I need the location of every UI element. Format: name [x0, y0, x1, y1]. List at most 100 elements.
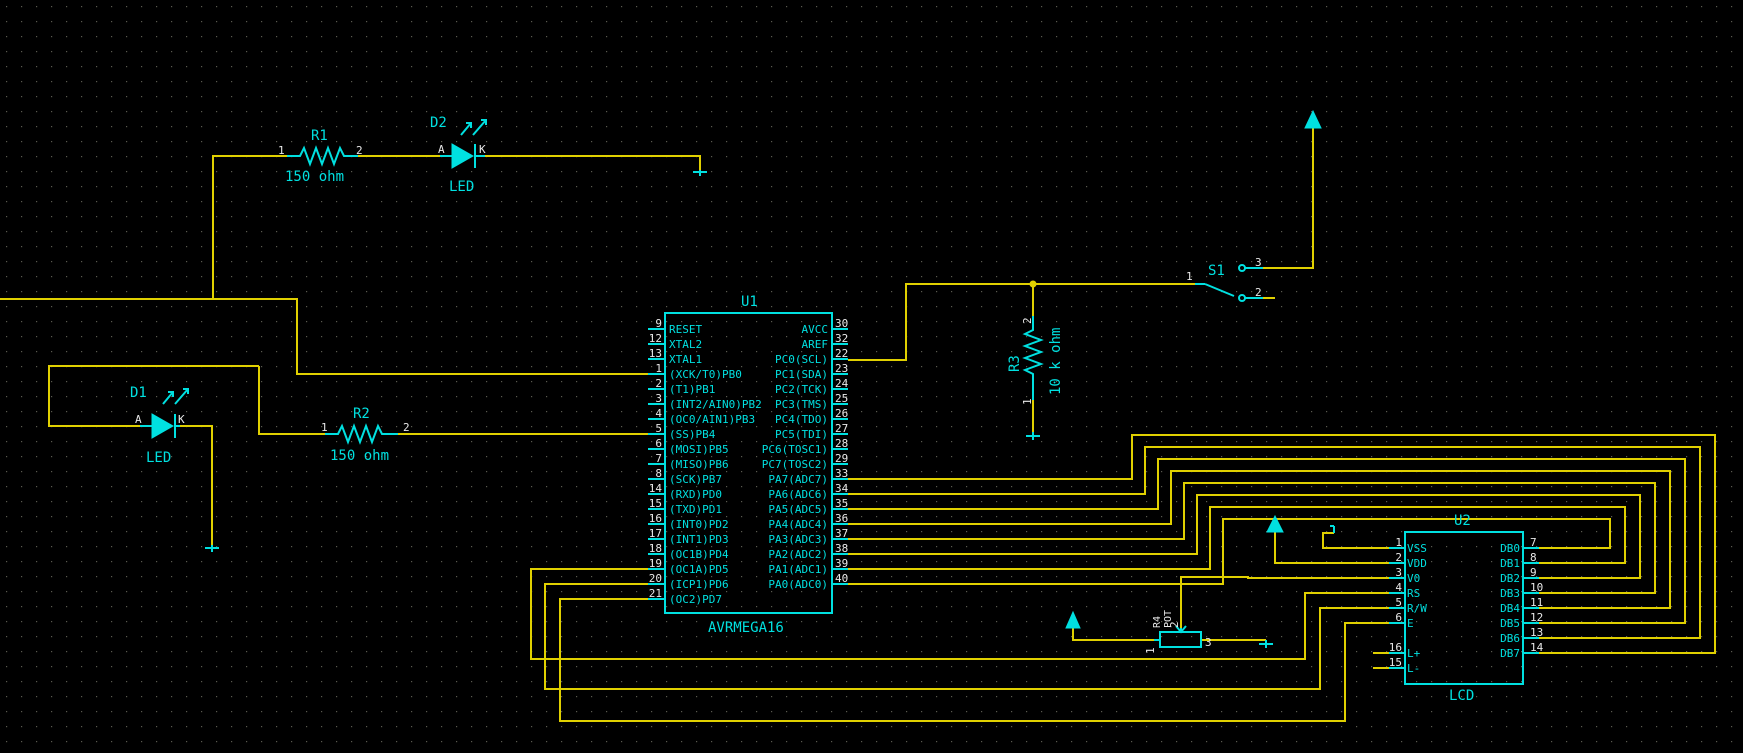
u1-left-pin-2[interactable]: 2(T1)PB1 — [648, 377, 715, 396]
u1-right-pin-name: PC1(SDA) — [775, 368, 828, 381]
u1-left-pin-number: 6 — [655, 437, 662, 450]
u1-left-pin-18[interactable]: 18(OC1B)PD4 — [648, 542, 729, 561]
resistor-r3[interactable]: R3 10 k ohm 1 2 — [1007, 316, 1064, 405]
u1-left-pin-19[interactable]: 19(OC1A)PD5 — [648, 557, 729, 576]
led-d1[interactable]: D1 LED A K — [130, 385, 189, 466]
u1-right-pin-23[interactable]: 23 PC1(SDA) — [775, 362, 848, 381]
potentiometer-r4[interactable]: R4 POT 1 2 3 — [1144, 610, 1212, 654]
u2-left-pin-name: RS — [1407, 587, 1420, 600]
u1-left-pin-number: 20 — [649, 572, 662, 585]
u1-right-pin-name: PA5(ADC5) — [768, 503, 828, 516]
r1-pin-a: 1 — [278, 144, 285, 157]
u1-right-pin-number: 23 — [835, 362, 848, 375]
u1-right-pin-name: PA3(ADC3) — [768, 533, 828, 546]
resistor-r1[interactable]: R1 150 ohm 1 2 — [278, 128, 363, 185]
vcc-arrow-icon — [1065, 610, 1081, 629]
u1-left-pin-number: 4 — [655, 407, 662, 420]
led-d2[interactable]: D2 LED A K — [430, 115, 487, 195]
u1-left-pin-1[interactable]: 1(XCK/T0)PB0 — [648, 362, 742, 381]
u2-right-pin-name: DB3 — [1500, 587, 1520, 600]
u1-left-pin-14[interactable]: 14 (RXD)PD0 — [648, 482, 722, 501]
u1-right-pin-number: 34 — [835, 482, 849, 495]
u1-right-pin-name: PA7(ADC7) — [768, 473, 828, 486]
u1-right-pin-25[interactable]: 25 PC3(TMS) — [775, 392, 848, 411]
u2-right-pin-name: DB0 — [1500, 542, 1520, 555]
u2-right-pin-number: 12 — [1530, 611, 1543, 624]
u1-left-pin-16[interactable]: 16(INT0)PD2 — [648, 512, 729, 531]
u1-left-pin-17[interactable]: 17(INT1)PD3 — [648, 527, 729, 546]
u1-right-pin-name: PC3(TMS) — [775, 398, 828, 411]
u2-right-pin-10[interactable]: 10 DB3 — [1500, 581, 1543, 600]
u1-value: AVRMEGA16 — [708, 620, 784, 636]
u1-left-pin-number: 13 — [649, 347, 662, 360]
u1-left-pin-20[interactable]: 20(ICP1)PD6 — [648, 572, 729, 591]
u2-left-pin-4[interactable]: 4 RS — [1389, 581, 1420, 600]
r4-value: POT — [1163, 610, 1174, 628]
u1-left-pin-name: (OC1B)PD4 — [669, 548, 729, 561]
u1-left-pin-4[interactable]: 4(OC0/AIN1)PB3 — [648, 407, 755, 426]
power-symbols — [205, 109, 1335, 648]
u1-left-pin-name: (RXD)PD0 — [669, 488, 722, 501]
u1-left-pin-21[interactable]: 21(OC2)PD7 — [648, 587, 722, 606]
u1-left-pin-6[interactable]: 6(MOSI)PB5 — [648, 437, 729, 456]
u2-right-pin-number: 8 — [1530, 551, 1537, 564]
u1-left-pin-7[interactable]: 7(MISO)PB6 — [648, 452, 729, 471]
u1-left-pin-3[interactable]: 3(INT2/AIN0)PB2 — [648, 392, 762, 411]
u2-right-pin-number: 14 — [1530, 641, 1544, 654]
u1-right-pin-number: 25 — [835, 392, 848, 405]
u1-right-pin-name: AVCC — [802, 323, 829, 336]
u1-left-pin-5[interactable]: 5(SS)PB4 — [648, 422, 716, 441]
u2-right-pin-number: 10 — [1530, 581, 1543, 594]
u1-left-pin-15[interactable]: 15(TXD)PD1 — [648, 497, 722, 516]
s1-pin2: 2 — [1255, 286, 1262, 299]
r3-pin-b: 2 — [1021, 317, 1034, 324]
u1-right-pin-name: PC7(TOSC2) — [762, 458, 828, 471]
switch-s1[interactable]: S1 1 2 3 — [1186, 256, 1263, 302]
u2-left-pin-number: 4 — [1395, 581, 1402, 594]
u1-left-pin-name: (SS)PB4 — [669, 428, 716, 441]
u1-left-pin-8[interactable]: 8(SCK)PB7 — [648, 467, 722, 486]
u1-left-pin-number: 14 — [649, 482, 663, 495]
u1-right-pin-number: 22 — [835, 347, 848, 360]
d1-ref: D1 — [130, 385, 147, 401]
resistor-r2[interactable]: R2 150 ohm 1 2 — [321, 406, 410, 464]
